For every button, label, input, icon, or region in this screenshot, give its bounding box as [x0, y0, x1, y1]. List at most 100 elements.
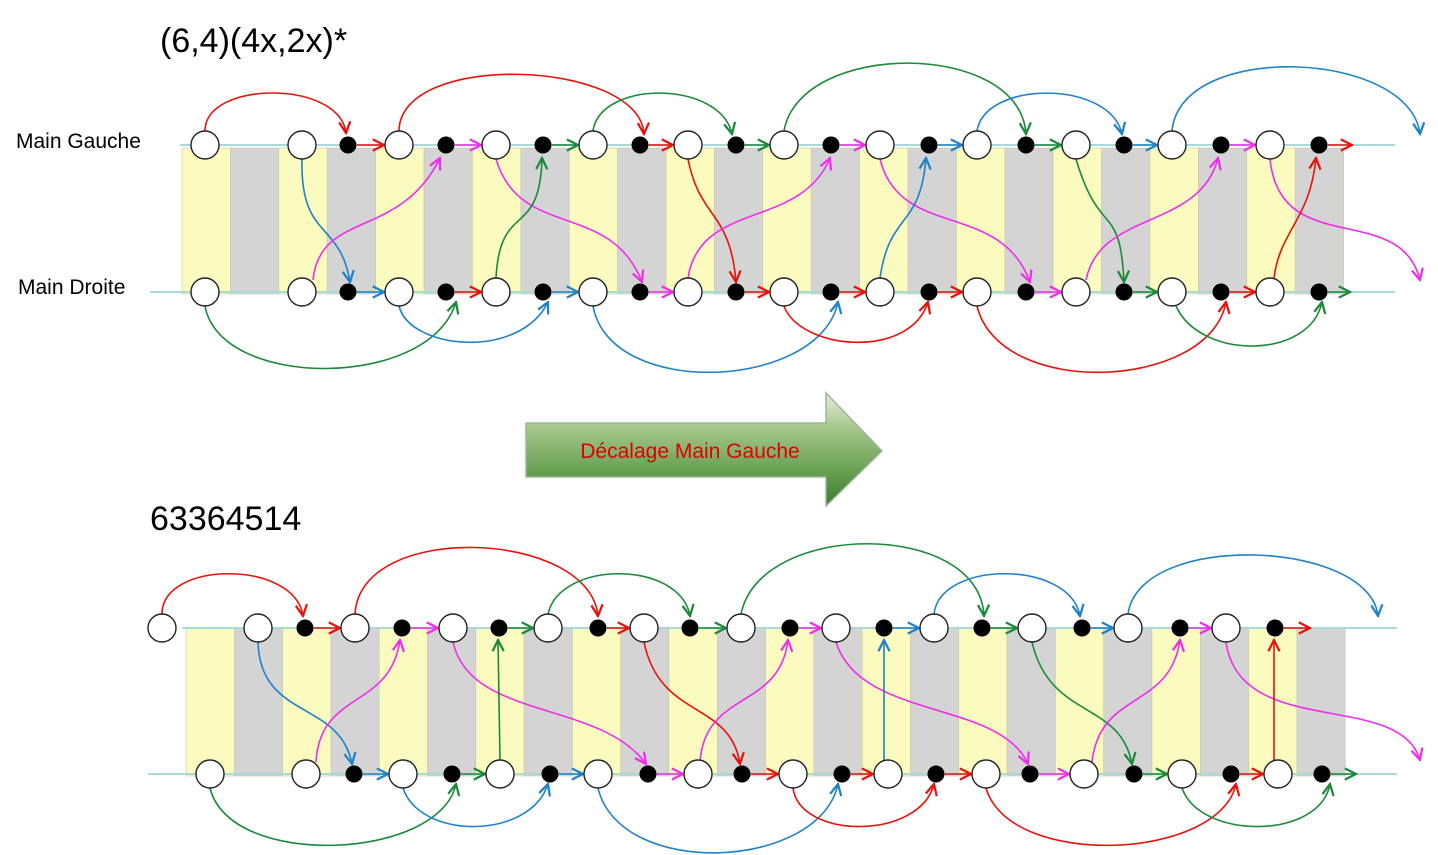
throw-arrow [687, 158, 830, 279]
left-hand-label: Main Gauche [16, 130, 141, 153]
catch-node [631, 283, 649, 301]
beat-stripe [568, 147, 618, 295]
catch-node [339, 283, 357, 301]
catch-node [733, 765, 751, 783]
beat-stripe [423, 147, 473, 295]
bottom-siteswap-diagram [147, 543, 1420, 854]
throw-arrow [792, 784, 934, 828]
beat-stripe [375, 147, 425, 295]
throw-arrow [976, 92, 1122, 134]
throw-node [1157, 130, 1187, 160]
throw-arrow [835, 641, 1028, 764]
throw-node [287, 277, 317, 307]
beat-stripe [326, 147, 376, 295]
throw-node [485, 759, 515, 789]
throw-arrow [495, 158, 542, 279]
throw-node [821, 613, 851, 643]
throw-node [578, 130, 608, 160]
catch-node [1115, 136, 1133, 154]
throw-arrow [498, 640, 500, 763]
beat-stripe [427, 627, 477, 777]
throw-arrow [879, 158, 926, 279]
throw-node [962, 277, 992, 307]
catch-node [822, 283, 840, 301]
throw-arrow [204, 92, 346, 133]
beat-stripe [1200, 627, 1249, 777]
catch-node [1017, 136, 1035, 154]
beat-stripe [1149, 147, 1199, 295]
throw-arrow [1181, 784, 1330, 828]
throw-node [683, 759, 713, 789]
throw-node [1061, 130, 1091, 160]
beat-stripe [1006, 627, 1056, 777]
catch-node [973, 619, 991, 637]
beat-stripe [958, 627, 1008, 777]
throw-arrow [161, 572, 303, 616]
catch-node [1073, 619, 1091, 637]
throw-node [287, 130, 317, 160]
throw-arrow [687, 158, 736, 282]
throw-node [147, 613, 177, 643]
throw-arrow [1031, 641, 1132, 764]
throw-arrow [976, 302, 1226, 374]
catch-node [1115, 283, 1133, 301]
throw-arrow [204, 302, 456, 370]
catch-node [875, 619, 893, 637]
throw-node [190, 130, 220, 160]
throw-arrow [301, 158, 350, 282]
catch-node [339, 136, 357, 154]
throw-node [481, 277, 511, 307]
catch-node [296, 619, 314, 637]
throw-node [1069, 759, 1099, 789]
throw-node [865, 130, 895, 160]
shift-banner-label: Décalage Main Gauche [580, 440, 799, 463]
top-siteswap-diagram [150, 62, 1420, 374]
throw-arrow [1075, 158, 1124, 282]
throw-node [1211, 613, 1241, 643]
beat-stripe [1103, 627, 1153, 777]
beat-stripe [1198, 147, 1248, 295]
catch-node [534, 136, 552, 154]
catch-node [589, 619, 607, 637]
throw-node [919, 613, 949, 643]
beat-stripe [523, 627, 573, 777]
beat-stripe [1101, 147, 1151, 295]
throw-arrow [402, 784, 548, 828]
throw-node [726, 613, 756, 643]
throw-node [1061, 277, 1091, 307]
catch-node [1017, 283, 1035, 301]
throw-node [673, 277, 703, 307]
catch-node [639, 765, 657, 783]
throw-arrow [547, 572, 690, 616]
throw-arrow [1225, 641, 1420, 760]
catch-node [781, 619, 799, 637]
throw-node [583, 759, 613, 789]
throw-arrow [985, 784, 1236, 847]
throw-arrow [1175, 302, 1322, 347]
beat-stripe [330, 627, 380, 777]
beat-stripe [1151, 627, 1201, 777]
beat-stripe [907, 147, 957, 295]
throw-arrow [1091, 640, 1180, 763]
catch-node [833, 765, 851, 783]
catch-node [727, 283, 745, 301]
throw-node [481, 130, 511, 160]
throw-node [1263, 759, 1293, 789]
catch-node [393, 619, 411, 637]
catch-node [437, 136, 455, 154]
beat-stripe [185, 627, 235, 777]
beat-nodes [147, 613, 1331, 789]
throw-node [388, 759, 418, 789]
catch-node [1266, 619, 1284, 637]
catch-node [1212, 283, 1230, 301]
throw-node [1017, 613, 1047, 643]
beat-stripe [181, 147, 231, 295]
throw-node [1157, 277, 1187, 307]
throw-node [243, 613, 273, 643]
throw-arrow [592, 302, 838, 374]
catch-node [1125, 765, 1143, 783]
beat-stripe [861, 627, 911, 777]
throw-arrow [495, 158, 642, 282]
beat-stripe [378, 627, 428, 777]
